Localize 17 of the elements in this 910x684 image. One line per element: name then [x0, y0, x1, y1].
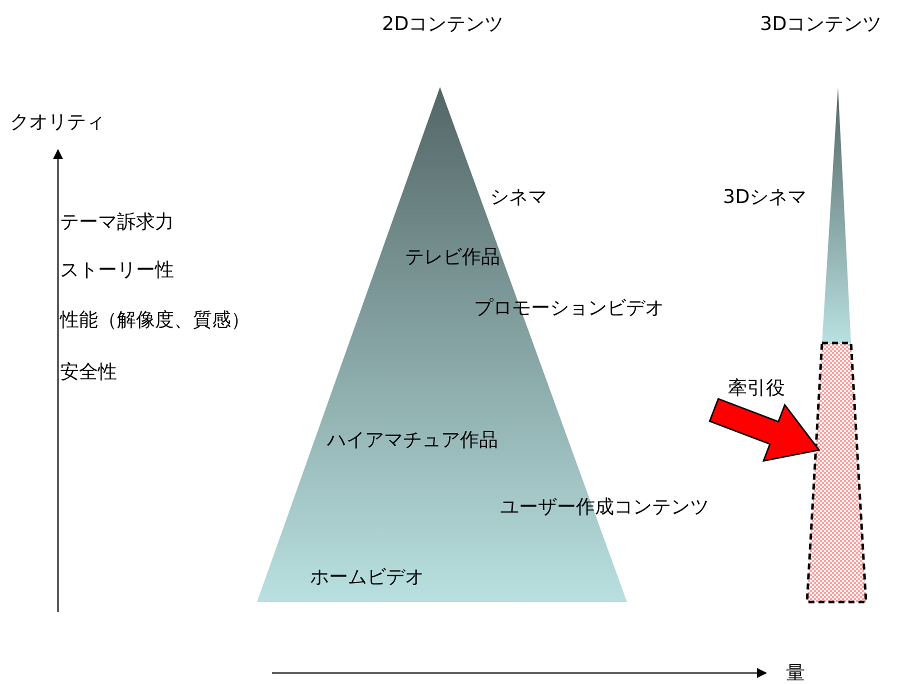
- node-label: ホームビデオ: [310, 565, 424, 589]
- criterion-text: テーマ訴求力: [60, 210, 174, 234]
- node-label: ハイアマチュア作品: [327, 428, 498, 452]
- node-label: プロモーションビデオ: [474, 296, 664, 320]
- node-label: 3Dシネマ: [723, 185, 807, 209]
- heading: 2Dコンテンツ: [382, 12, 504, 36]
- edge-label: 牽引役: [728, 376, 785, 400]
- criterion-text: 安全性: [60, 360, 117, 384]
- axis-label: 量: [786, 661, 805, 684]
- node-label: テレビ作品: [405, 245, 500, 269]
- node-label: ユーザー作成コンテンツ: [500, 495, 709, 519]
- heading: 3Dコンテンツ: [760, 12, 882, 36]
- block-arrow: [708, 398, 820, 462]
- axis-label: クオリティ: [10, 110, 105, 134]
- criterion-text: 性能（解像度、質感）: [60, 308, 250, 332]
- criterion-text: ストーリー性: [60, 258, 174, 282]
- node-label: シネマ: [490, 185, 547, 209]
